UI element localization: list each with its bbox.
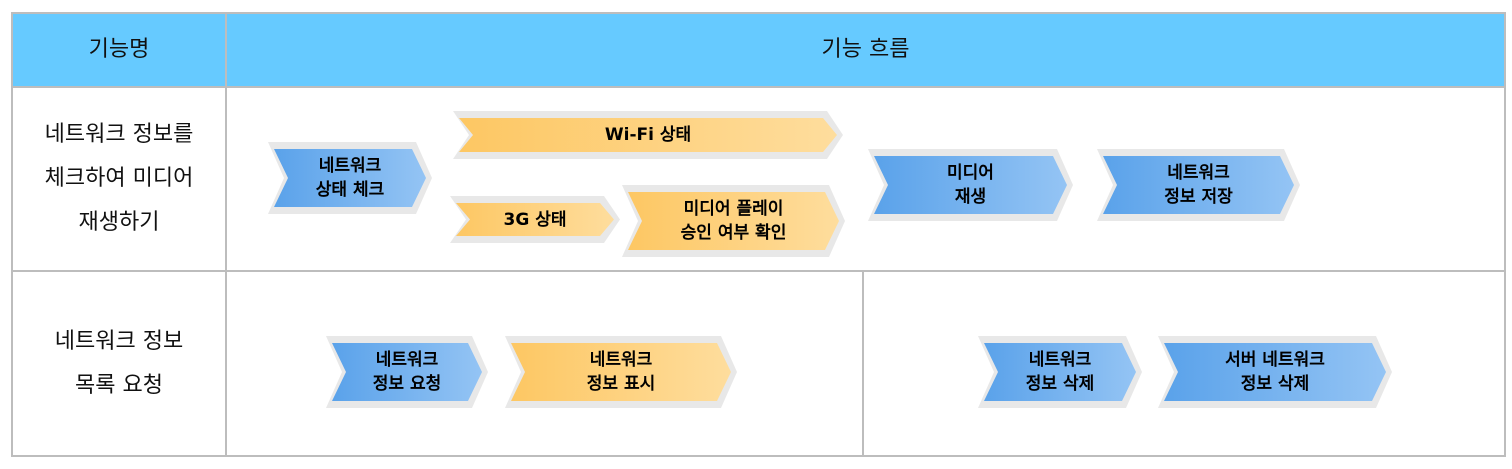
step-delete-network-info: 네트워크 정보 삭제 — [978, 336, 1142, 408]
row-name-network-list: 네트워크 정보 목록 요청 — [54, 328, 184, 398]
header-feature-name: 기능명 — [88, 37, 150, 62]
step-wifi-status: Wi-Fi 상태 — [453, 111, 843, 159]
step-media-play: 미디어 재생 — [868, 149, 1073, 221]
step-delete-server-network-info: 서버 네트워크 정보 삭제 — [1158, 336, 1392, 408]
cell-divider — [862, 270, 864, 455]
step-network-status-check: 네트워크 상태 체크 — [268, 142, 432, 214]
column-divider — [225, 14, 227, 455]
feature-flow-table: 기능명 기능 흐름 네트워크 정보를 체크하여 미디어 재생하기 네트워크 정보… — [11, 12, 1506, 457]
step-3g-status: 3G 상태 — [450, 196, 620, 243]
table-header — [13, 14, 1504, 88]
step-media-play-approval: 미디어 플레이 승인 여부 확인 — [622, 185, 845, 257]
step-save-network-info: 네트워크 정보 저장 — [1097, 149, 1300, 221]
step-display-network-info: 네트워크 정보 표시 — [505, 336, 737, 408]
step-request-network-info: 네트워크 정보 요청 — [326, 336, 488, 408]
row-name-media-play: 네트워크 정보를 체크하여 미디어 재생하기 — [44, 122, 194, 235]
header-feature-flow: 기능 흐름 — [821, 37, 910, 62]
row-divider — [13, 270, 1504, 272]
